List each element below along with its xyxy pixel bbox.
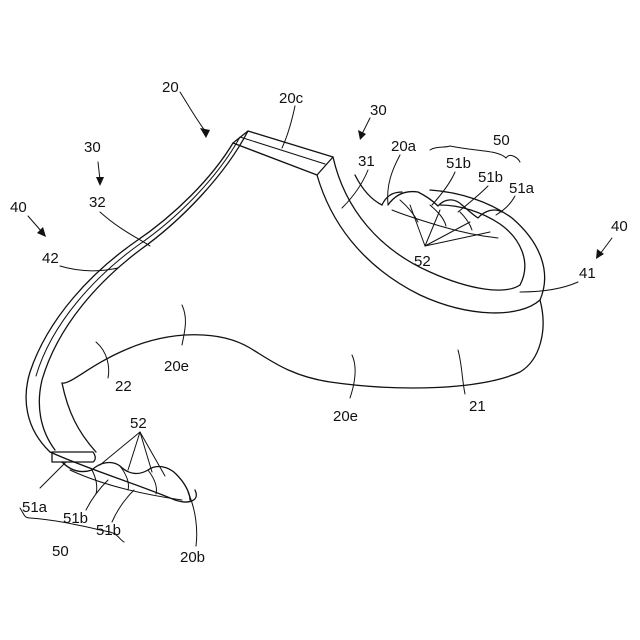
body-outline	[26, 131, 545, 502]
label-52-top: 52	[414, 253, 431, 270]
label-31: 31	[358, 153, 375, 170]
label-51b-bottom-2: 51b	[96, 522, 121, 539]
label-20: 20	[162, 79, 179, 96]
label-20a: 20a	[391, 138, 417, 155]
label-20e-left: 20e	[164, 358, 189, 375]
label-41: 41	[579, 265, 596, 282]
label-32: 32	[89, 194, 106, 211]
label-50-top: 50	[493, 132, 510, 149]
label-21: 21	[469, 398, 486, 415]
label-50-bottom: 50	[52, 543, 69, 560]
label-30-right: 30	[370, 102, 387, 119]
label-51b-top-1: 51b	[446, 155, 471, 172]
label-30-left: 30	[84, 139, 101, 156]
label-51a-top: 51a	[509, 180, 535, 197]
label-51b-bottom-1: 51b	[63, 510, 88, 527]
label-20b: 20b	[180, 549, 205, 566]
label-20e-right: 20e	[333, 408, 358, 425]
label-52-bottom: 52	[130, 415, 147, 432]
label-42: 42	[42, 250, 59, 267]
leader-lines	[20, 92, 612, 546]
label-51b-top-2: 51b	[478, 169, 503, 186]
label-51a-bottom: 51a	[22, 499, 48, 516]
label-40-right: 40	[611, 218, 628, 235]
label-20c: 20c	[279, 90, 304, 107]
label-40-left: 40	[10, 199, 27, 216]
label-22: 22	[115, 378, 132, 395]
